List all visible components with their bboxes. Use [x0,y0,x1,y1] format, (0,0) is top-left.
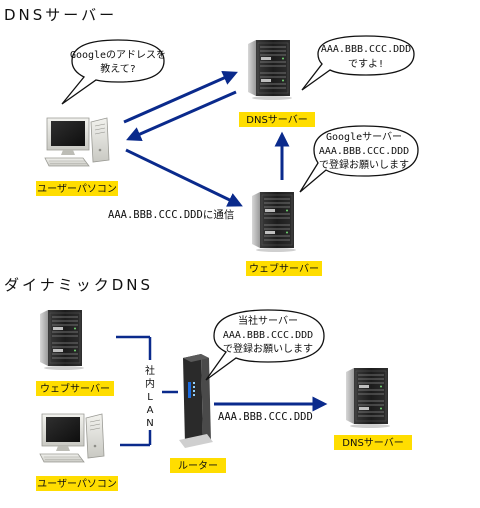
router-icon [179,354,213,448]
web-server-label: ウェブサーバー [249,262,319,275]
router-label: ルーター [178,460,218,472]
register-line-2: AAA.BBB.CCC.DDD [319,146,409,157]
arrow-pc-to-dns [123,71,238,124]
answer-line-2: ですよ! [348,58,384,70]
question-line-2: 教えて? [100,62,136,75]
server-rack-icon [247,39,293,101]
s2-dns-server-label: DNSサーバー [342,437,403,449]
server-rack-icon [39,309,85,371]
register-line-1: Googleサーバー [326,131,402,143]
s2-user-pc-tag [36,476,118,491]
s2-dns-server-tag [334,435,412,450]
s2-web-server-label: ウェブサーバー [40,382,110,395]
s2-web-server-node: ウェブサーバー [36,309,114,396]
s2-user-pc-label: ユーザーパソコン [37,478,117,490]
arrow-dns-to-pc [126,90,237,142]
router-node: ルーター [170,354,226,473]
dns-server-label: DNSサーバー [246,114,307,126]
lan-char-4: A [147,405,154,416]
answer-bubble: AAA.BBB.CCC.DDD ですよ! [301,35,415,91]
question-line-1: Googleのアドレスを [70,49,166,61]
web-server-node: ウェブサーバー [246,191,322,276]
desktop-computer-icon [44,117,110,167]
desktop-computer-icon [39,413,105,463]
lan-label-background [138,360,162,430]
user-pc-tag [36,181,118,196]
s2-bubble-line-1: 当社サーバー [238,314,298,327]
section2-edge-label: AAA.BBB.CCC.DDD [218,411,313,423]
section1-edge-label: AAA.BBB.CCC.DDDに通信 [108,209,234,221]
section2-title: ダイナミックDNS [4,276,153,294]
dns-server-node: DNSサーバー [239,39,315,127]
lan-char-2: 内 [145,377,155,390]
s2-web-server-tag [36,381,114,396]
router-tag [170,458,226,473]
user-pc-label: ユーザーパソコン [37,183,117,195]
answer-line-1: AAA.BBB.CCC.DDD [321,44,411,55]
s2-bubble-line-3: で登録お願いします [223,342,313,355]
user-pc-node: ユーザーパソコン [36,117,118,196]
lan-label: 社 内 L A N [145,364,155,429]
s2-register-bubble: 当社サーバー AAA.BBB.CCC.DDD で登録お願いします [205,309,325,381]
web-server-tag [246,261,322,276]
arrow-pc-to-web [125,148,243,207]
lan-char-1: 社 [145,364,155,377]
question-bubble: Googleのアドレスを 教えて? [61,39,166,105]
s2-user-pc-node: ユーザーパソコン [36,413,118,491]
s2-bubble-line-2: AAA.BBB.CCC.DDD [223,330,313,341]
lan-char-5: N [146,418,153,429]
register-bubble: Googleサーバー AAA.BBB.CCC.DDD で登録お願いします [299,125,419,193]
server-rack-icon [345,367,391,429]
server-rack-icon [251,191,297,253]
s2-dns-server-node: DNSサーバー [334,367,412,450]
section1-title: DNSサーバー [4,6,117,24]
section1-arrows [123,71,290,207]
lan-char-3: L [147,392,153,403]
register-line-3: で登録お願いします [319,158,409,171]
dns-server-tag [239,112,315,127]
